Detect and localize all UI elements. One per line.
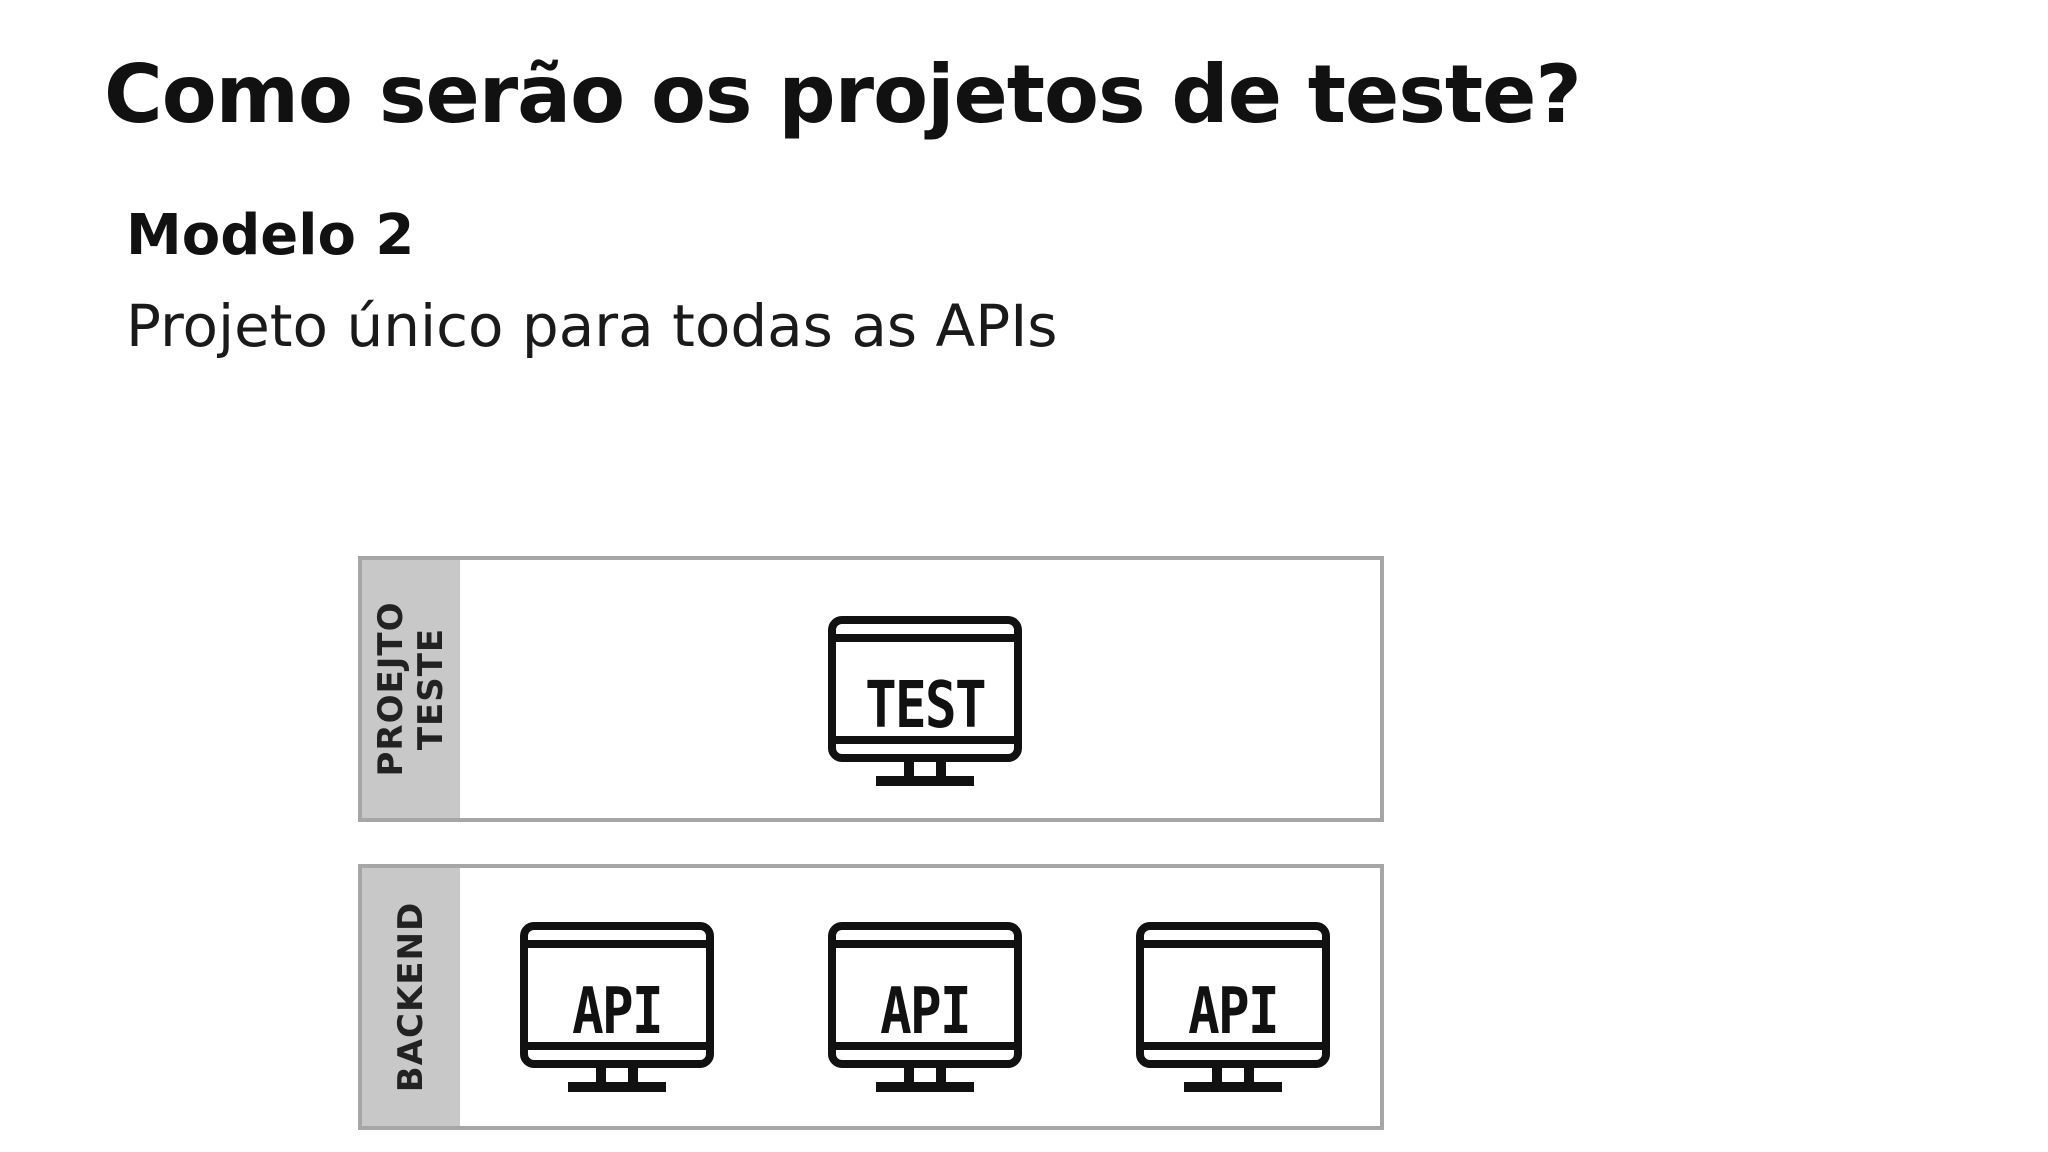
api-monitor-label-2: API (880, 975, 972, 1049)
api-monitor-icon-1: API (520, 922, 714, 1094)
slide-description: Projeto único para todas as APIs (126, 292, 1058, 360)
backend-layer: BACKEND API API (358, 864, 1384, 1130)
test-layer-label: PROEJTO TESTE (371, 602, 451, 777)
api-monitor-icon-2: API (828, 922, 1022, 1094)
test-monitor-icon: TEST (828, 616, 1022, 788)
test-layer-label-line2: TESTE (411, 627, 451, 751)
test-project-layer: PROEJTO TESTE TEST (358, 556, 1384, 822)
slide-title: Como serão os projetos de teste? (104, 48, 1582, 141)
test-layer-label-line1: PROEJTO (371, 601, 411, 777)
test-layer-label-bar: PROEJTO TESTE (362, 560, 460, 818)
test-monitor-label: TEST (865, 669, 986, 743)
api-monitor-label-3: API (1188, 975, 1280, 1049)
api-monitor-icon-3: API (1136, 922, 1330, 1094)
monitor-icon (520, 922, 714, 1092)
monitor-icon (828, 616, 1022, 786)
monitor-icon (1136, 922, 1330, 1092)
monitor-icon (828, 922, 1022, 1092)
backend-layer-label: BACKEND (391, 902, 431, 1092)
backend-layer-label-text: BACKEND (391, 901, 431, 1093)
backend-layer-label-bar: BACKEND (362, 868, 460, 1126)
api-monitor-label-1: API (572, 975, 664, 1049)
slide-subtitle: Modelo 2 (126, 203, 415, 268)
